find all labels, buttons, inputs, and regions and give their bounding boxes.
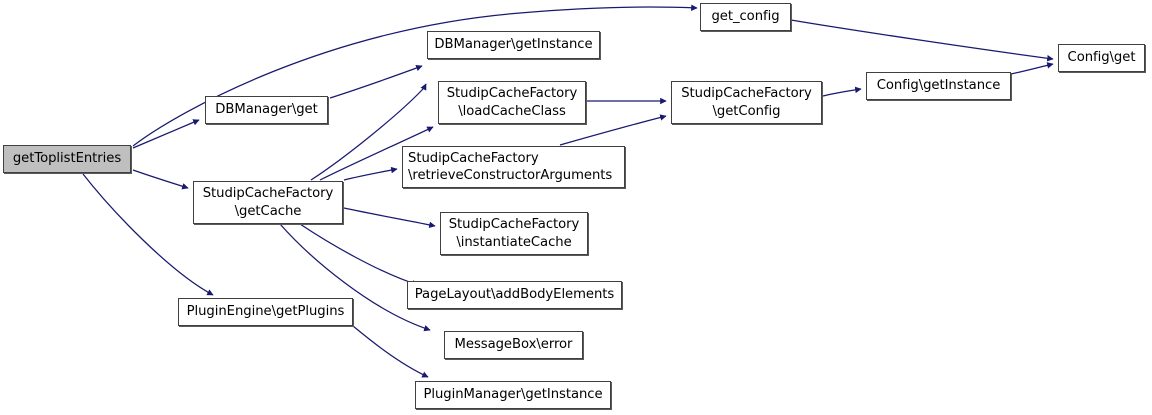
graph-edge-get_config-to-Config_get	[790, 19, 1054, 62]
graph-node-getToplistEntries[interactable]: getToplistEntries	[3, 145, 131, 173]
graph-edge-getToplistEntries-to-PluginEngine_getPlugins	[82, 173, 214, 296]
graph-node-Config_get[interactable]: Config\get	[1058, 44, 1145, 72]
graph-node-get_config[interactable]: get_config	[700, 3, 791, 31]
graph-edge-PluginEngine_getPlugins-to-PluginManager_getInstance	[352, 325, 429, 378]
graph-node-Config_getInstance[interactable]: Config\getInstance	[866, 72, 1011, 100]
graph-node-StudipCacheFactory_getCache[interactable]: StudipCacheFactory \getCache	[193, 181, 343, 224]
graph-edge-StudipCacheFactory_getCache-to-StudipCacheFactory_loadCacheClass	[319, 126, 434, 181]
graph-node-MessageBox_error[interactable]: MessageBox\error	[444, 331, 583, 359]
graph-node-StudipCacheFactory_getConfig[interactable]: StudipCacheFactory \getConfig	[671, 81, 822, 124]
graph-node-PageLayout_addBodyElements[interactable]: PageLayout\addBodyElements	[407, 281, 622, 309]
graph-edge-DBManager_get-to-DBManager_getInstance	[329, 64, 423, 99]
graph-edge-StudipCacheFactory_getCache-to-StudipCacheFactory_instantiateCache	[343, 207, 436, 229]
graph-edge-StudipCacheFactory_getCache-to-StudipCacheFactory_retrieveConstructorArguments	[343, 166, 398, 181]
graph-node-PluginEngine_getPlugins[interactable]: PluginEngine\getPlugins	[178, 298, 353, 326]
graph-edge-getToplistEntries-to-DBManager_get	[132, 119, 200, 149]
graph-edge-StudipCacheFactory_getConfig-to-Config_getInstance	[822, 86, 862, 97]
graph-edge-StudipCacheFactory_getCache-to-MessageBox_error	[279, 223, 431, 332]
graph-edge-StudipCacheFactory_getCache-to-PageLayout_addBodyElements	[299, 223, 419, 287]
graph-edge-Config_getInstance-to-Config_get	[1010, 62, 1054, 75]
graph-edge-getToplistEntries-to-StudipCacheFactory_getCache	[132, 169, 189, 190]
graph-edge-getToplistEntries-to-get_config	[132, 4, 698, 147]
graph-node-DBManager_get[interactable]: DBManager\get	[205, 96, 328, 124]
graph-node-DBManager_getInstance[interactable]: DBManager\getInstance	[427, 31, 600, 59]
graph-edge-StudipCacheFactory_retrieveConstructorArguments-to-StudipCacheFactory_getConfig	[559, 114, 667, 146]
edge-group	[82, 4, 1054, 378]
graph-node-StudipCacheFactory_loadCacheClass[interactable]: StudipCacheFactory \loadCacheClass	[438, 81, 586, 124]
graph-node-PluginManager_getInstance[interactable]: PluginManager\getInstance	[415, 381, 611, 409]
graph-edge-StudipCacheFactory_getCache-to-DBManager_getInstance	[310, 83, 427, 181]
graph-node-StudipCacheFactory_retrieveConstructorArguments[interactable]: StudipCacheFactory \retrieveConstructorA…	[402, 146, 625, 188]
graph-node-StudipCacheFactory_instantiateCache[interactable]: StudipCacheFactory \instantiateCache	[440, 212, 588, 255]
